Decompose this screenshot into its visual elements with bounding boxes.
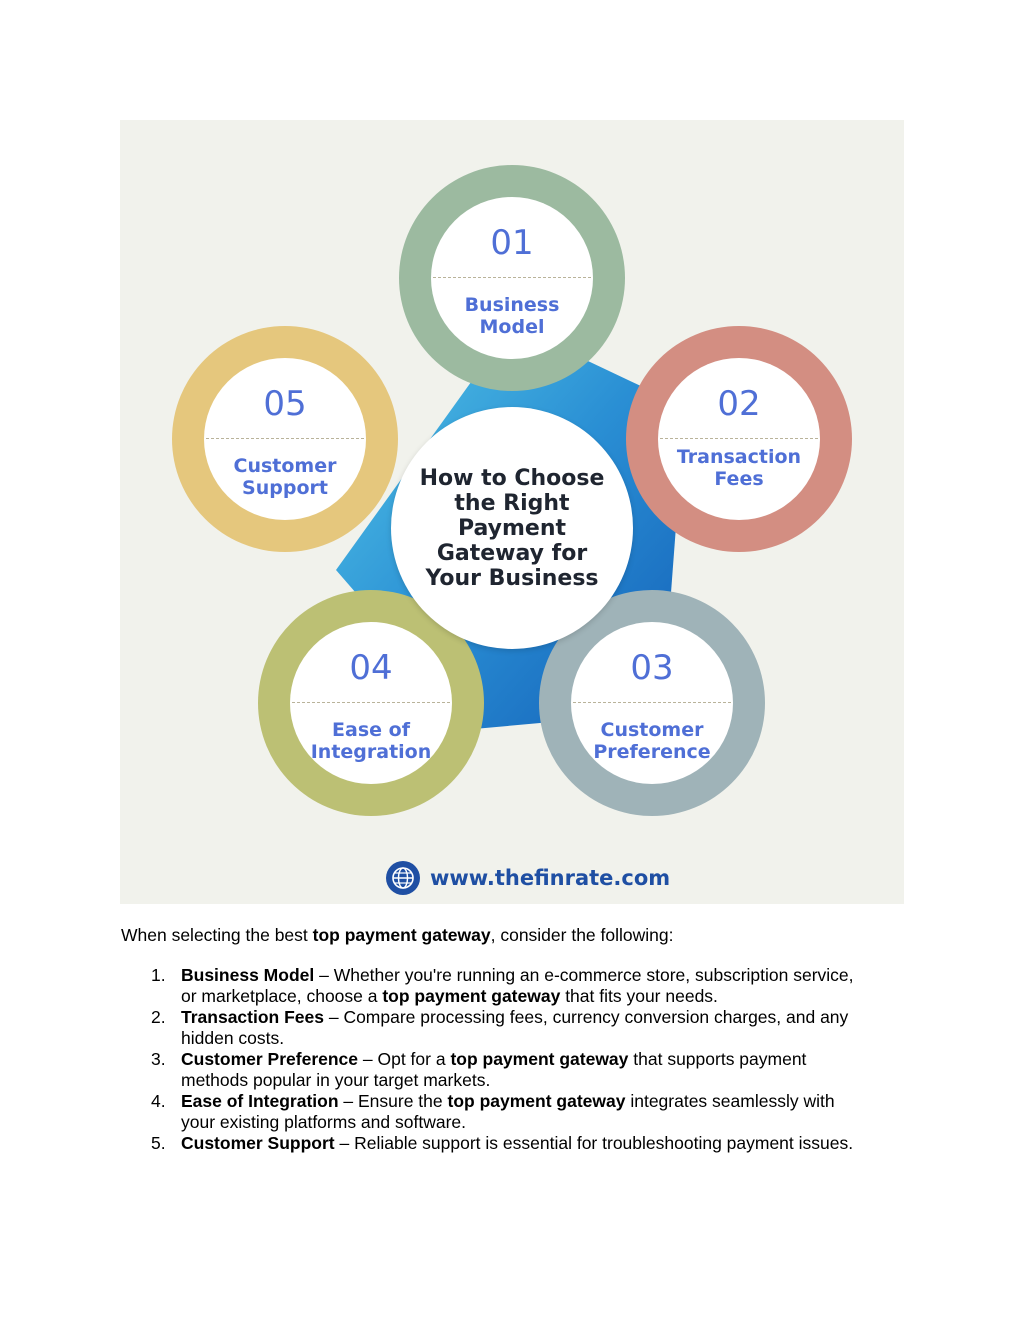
list-item: 4. Ease of Integration – Ensure the top … (121, 1091, 911, 1133)
intro-text: , consider the following: (490, 925, 674, 945)
step-label: Customer Support (212, 455, 358, 499)
list-item: 1. Business Model – Whether you're runni… (121, 965, 911, 1007)
item-text: your existing platforms and software. (181, 1112, 466, 1132)
list-index: 1. (151, 965, 166, 985)
step-label-line: Ease of (332, 719, 410, 741)
list-item: 3. Customer Preference – Opt for a top p… (121, 1049, 911, 1091)
item-text: – Opt for a (358, 1049, 451, 1069)
item-text: – Compare processing fees, currency conv… (323, 1007, 849, 1027)
center-title-line: the Right (454, 490, 570, 516)
item-title: Business Model (181, 965, 315, 985)
step-01: 01 Business Model (399, 165, 625, 391)
step-label: Transaction Fees (666, 446, 812, 490)
step-label-line: Customer (600, 719, 704, 741)
step-label-line: Transaction (676, 446, 802, 468)
item-text: methods popular in your target markets. (181, 1070, 491, 1090)
item-bold: top payment gateway (450, 1049, 629, 1069)
step-divider (660, 438, 818, 439)
step-inner: 01 Business Model (431, 197, 593, 359)
item-text: – Whether you're running an e-commerce s… (319, 965, 854, 985)
step-inner: 05 Customer Support (204, 358, 366, 520)
step-label-line: Business (464, 294, 560, 316)
center-title-line: Gateway for (436, 540, 588, 566)
step-03: 03 Customer Preference (539, 590, 765, 816)
step-number: 04 (349, 648, 393, 688)
step-number: 01 (490, 223, 534, 263)
step-label: Customer Preference (579, 719, 725, 763)
item-title: Ease of Integration (181, 1091, 339, 1111)
intro-paragraph: When selecting the best top payment gate… (121, 924, 674, 946)
item-title: Transaction Fees (181, 1007, 324, 1027)
list-item: 5. Customer Support – Reliable support i… (121, 1133, 911, 1154)
step-number: 02 (717, 384, 761, 424)
step-label-line: Support (242, 477, 328, 499)
step-label-line: Preference (593, 741, 711, 763)
step-divider (206, 438, 364, 439)
step-label-line: Integration (310, 741, 432, 763)
list-index: 4. (151, 1091, 166, 1111)
list-index: 3. (151, 1049, 166, 1069)
item-text: that fits your needs. (560, 986, 718, 1006)
item-text: hidden costs. (181, 1028, 285, 1048)
step-label-line: Fees (714, 468, 764, 490)
step-inner: 02 Transaction Fees (658, 358, 820, 520)
step-divider (433, 277, 591, 278)
website-badge: www.thefinrate.com (386, 860, 670, 896)
step-label-line: Model (479, 316, 545, 338)
list-index: 2. (151, 1007, 166, 1027)
globe-icon (386, 861, 420, 895)
item-bold: top payment gateway (382, 986, 561, 1006)
step-label: Business Model (439, 294, 585, 338)
item-text: or marketplace, choose a (181, 986, 383, 1006)
step-02: 02 Transaction Fees (626, 326, 852, 552)
center-title-line: Your Business (425, 565, 599, 591)
criteria-list: 1. Business Model – Whether you're runni… (121, 965, 911, 1154)
website-text: www.thefinrate.com (430, 866, 671, 890)
intro-bold: top payment gateway (312, 925, 491, 945)
step-divider (292, 702, 450, 703)
step-inner: 03 Customer Preference (571, 622, 733, 784)
item-title: Customer Support (181, 1133, 335, 1153)
step-inner: 04 Ease of Integration (290, 622, 452, 784)
item-text: – Ensure the (338, 1091, 448, 1111)
item-text: – Reliable support is essential for trou… (334, 1133, 854, 1153)
center-circle: How to Choose the Right Payment Gateway … (391, 407, 633, 649)
infographic: 01 Business Model 02 Transaction Fees 03… (120, 120, 904, 904)
step-label: Ease of Integration (298, 719, 444, 763)
center-title-line: How to Choose (419, 465, 605, 491)
list-item: 2. Transaction Fees – Compare processing… (121, 1007, 911, 1049)
item-bold: top payment gateway (447, 1091, 626, 1111)
step-number: 03 (630, 648, 674, 688)
center-title: How to Choose the Right Payment Gateway … (402, 466, 622, 591)
center-title-line: Payment (457, 515, 567, 541)
step-05: 05 Customer Support (172, 326, 398, 552)
intro-text: When selecting the best (121, 925, 313, 945)
item-title: Customer Preference (181, 1049, 359, 1069)
step-divider (573, 702, 731, 703)
step-label-line: Customer (233, 455, 337, 477)
item-text: that supports payment (628, 1049, 807, 1069)
list-index: 5. (151, 1133, 166, 1153)
step-number: 05 (263, 384, 307, 424)
item-text: integrates seamlessly with (625, 1091, 835, 1111)
